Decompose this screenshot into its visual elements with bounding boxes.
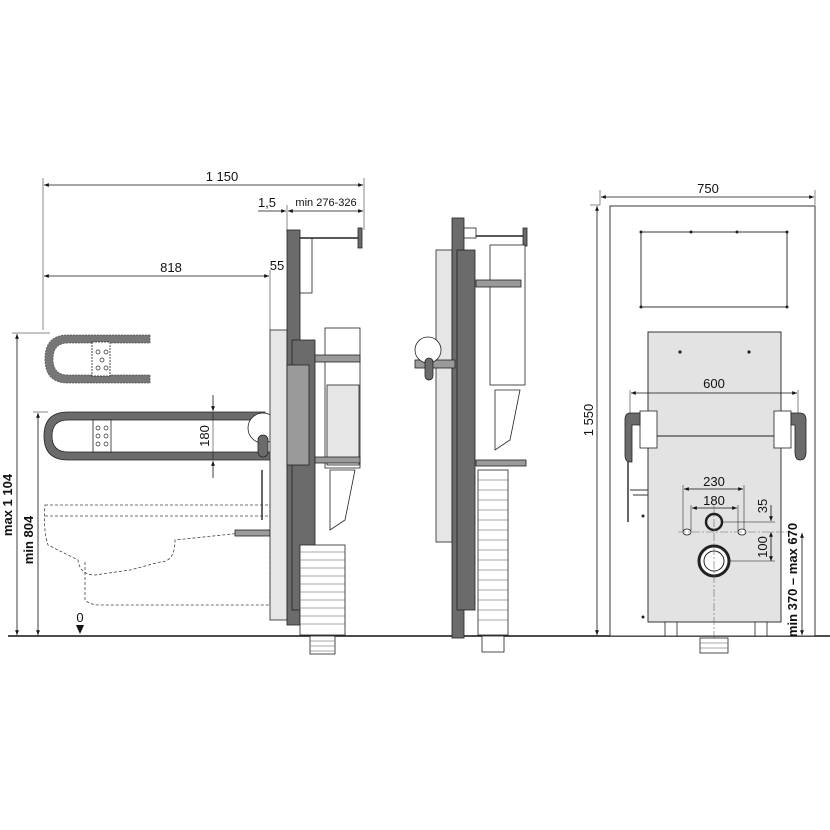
grab-bar-right: [773, 410, 807, 461]
hinge-lever: [257, 434, 269, 458]
floor-level-label: 0: [76, 610, 83, 625]
side-view: 1 150 1,5 min 276-326 818 55 max 1 104 m…: [0, 169, 365, 655]
drain-hose: [299, 544, 346, 655]
dim-min-height: min 804: [21, 515, 36, 564]
dim-bar-length: 818: [160, 260, 182, 275]
dim-outlet-height: min 370 – max 670: [785, 523, 800, 637]
dim-wall-gap: 1,5: [258, 195, 276, 210]
drain-pipe: [699, 637, 729, 654]
dim-overall-width: 1 150: [206, 169, 239, 184]
grab-bar-left: [624, 410, 658, 522]
bar-mount-plate: [92, 419, 112, 453]
floor-level-marker: [76, 625, 84, 634]
cistern: [489, 244, 526, 386]
wall-panel: [269, 329, 288, 621]
hinge-lever: [424, 357, 434, 381]
grab-bar-lowered: [43, 411, 286, 461]
dim-frame-depth: min 276-326: [295, 197, 356, 209]
toilet-bowl: [44, 504, 271, 576]
side-view-folded: [414, 217, 528, 653]
dim-bolt-inner: 180: [703, 493, 725, 508]
bar-mount-plate: [91, 341, 111, 377]
grab-bar-raised: [44, 334, 151, 384]
front-view: 750 1 550 600 230: [581, 181, 816, 654]
upper-mount-plate: [640, 231, 788, 308]
wall-panel: [435, 249, 453, 543]
drain-hose: [477, 469, 509, 653]
dim-bar-distance: 600: [703, 376, 725, 391]
dim-bar-spacing: 180: [197, 425, 212, 447]
dim-outlet-offset: 100: [755, 536, 770, 558]
dim-bar-offset: 55: [270, 258, 284, 273]
dim-inlet-offset: 35: [755, 499, 770, 513]
dim-front-width: 750: [697, 181, 719, 196]
dim-front-height: 1 550: [581, 404, 596, 437]
dim-bolt-outer: 230: [703, 474, 725, 489]
dim-max-height: max 1 104: [0, 473, 15, 536]
